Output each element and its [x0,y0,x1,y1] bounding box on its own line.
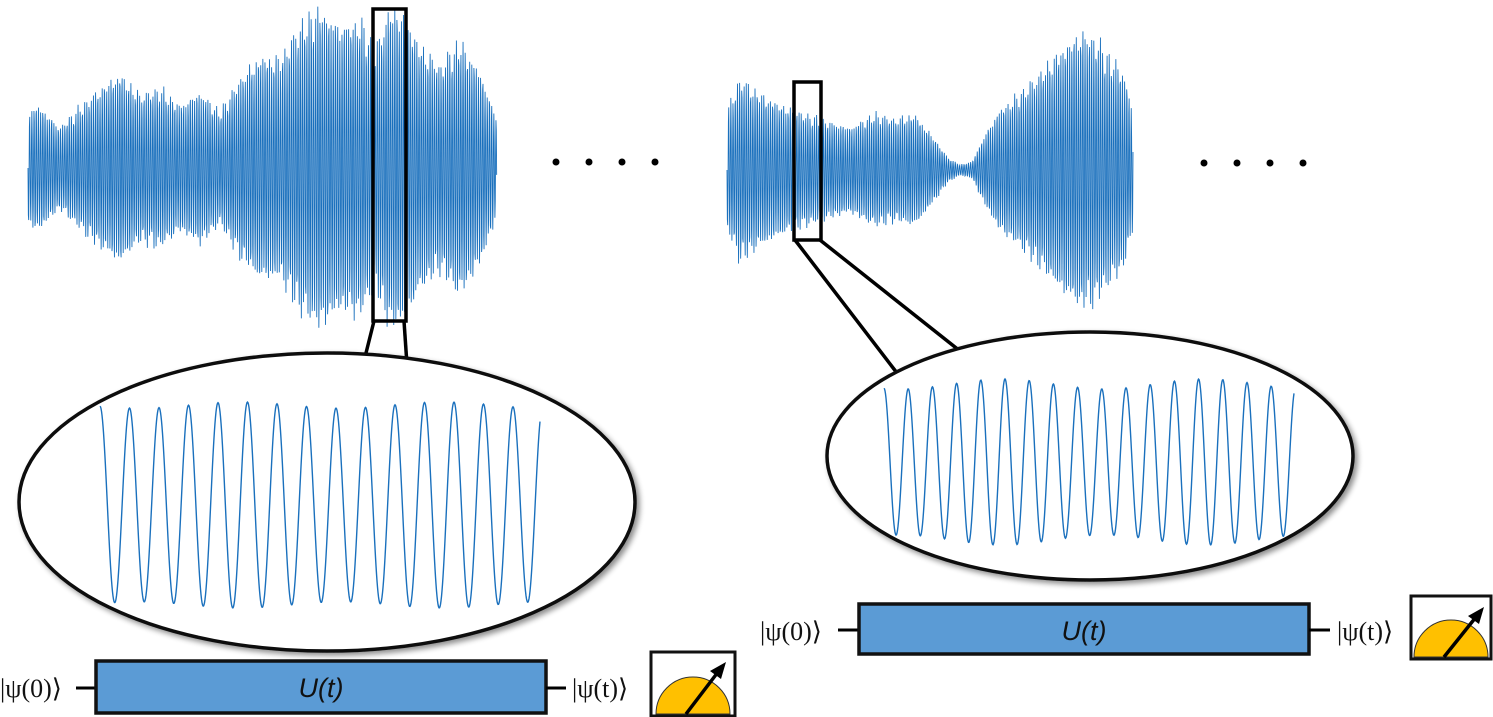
quantum-circuit: |ψ(0)⟩ U(t) |ψ(t)⟩ [760,594,1493,661]
zoom-connector-line [793,238,899,375]
unitary-gate [94,659,548,715]
ellipsis-dot [1299,159,1307,167]
ellipsis-dot [618,158,626,166]
measurement-meter-icon [1409,594,1493,661]
zoom-connector-line [818,238,962,353]
quantum-circuit: |ψ(0)⟩ U(t) |ψ(t)⟩ [0,650,737,717]
unitary-gate-label: U(t) [1062,616,1107,646]
amplitude-modulated-waveform [27,6,498,328]
unitary-gate-label: U(t) [299,673,344,703]
panel-left: |ψ(0)⟩ U(t) |ψ(t)⟩ [0,6,737,717]
panel-right: |ψ(0)⟩ U(t) |ψ(t)⟩ [726,31,1493,661]
zoom-magnifier-ellipse [825,330,1355,582]
ellipsis-dot [651,158,659,166]
ellipsis-dots [1200,159,1307,167]
ellipsis-dot [585,158,593,166]
measurement-meter-icon [649,650,737,717]
ellipsis-dot [1233,159,1241,167]
input-state-label: |ψ(0)⟩ [0,674,62,703]
ellipsis-dot [552,158,560,166]
zoom-magnifier-ellipse [17,351,637,653]
zoomed-oscillation-trace [883,377,1295,546]
ellipsis-dots [552,158,659,166]
input-state-label: |ψ(0)⟩ [760,617,822,646]
zoomed-oscillation-trace [99,400,541,609]
ellipsis-dot [1266,159,1274,167]
output-state-label: |ψ(t)⟩ [1337,617,1393,646]
zoom-selection-box [371,7,408,323]
zoom-selection-box [792,80,823,242]
amplitude-modulated-waveform [726,31,1134,310]
unitary-gate [857,602,1311,656]
ellipsis-dot [1200,159,1208,167]
output-state-label: |ψ(t)⟩ [572,674,628,703]
